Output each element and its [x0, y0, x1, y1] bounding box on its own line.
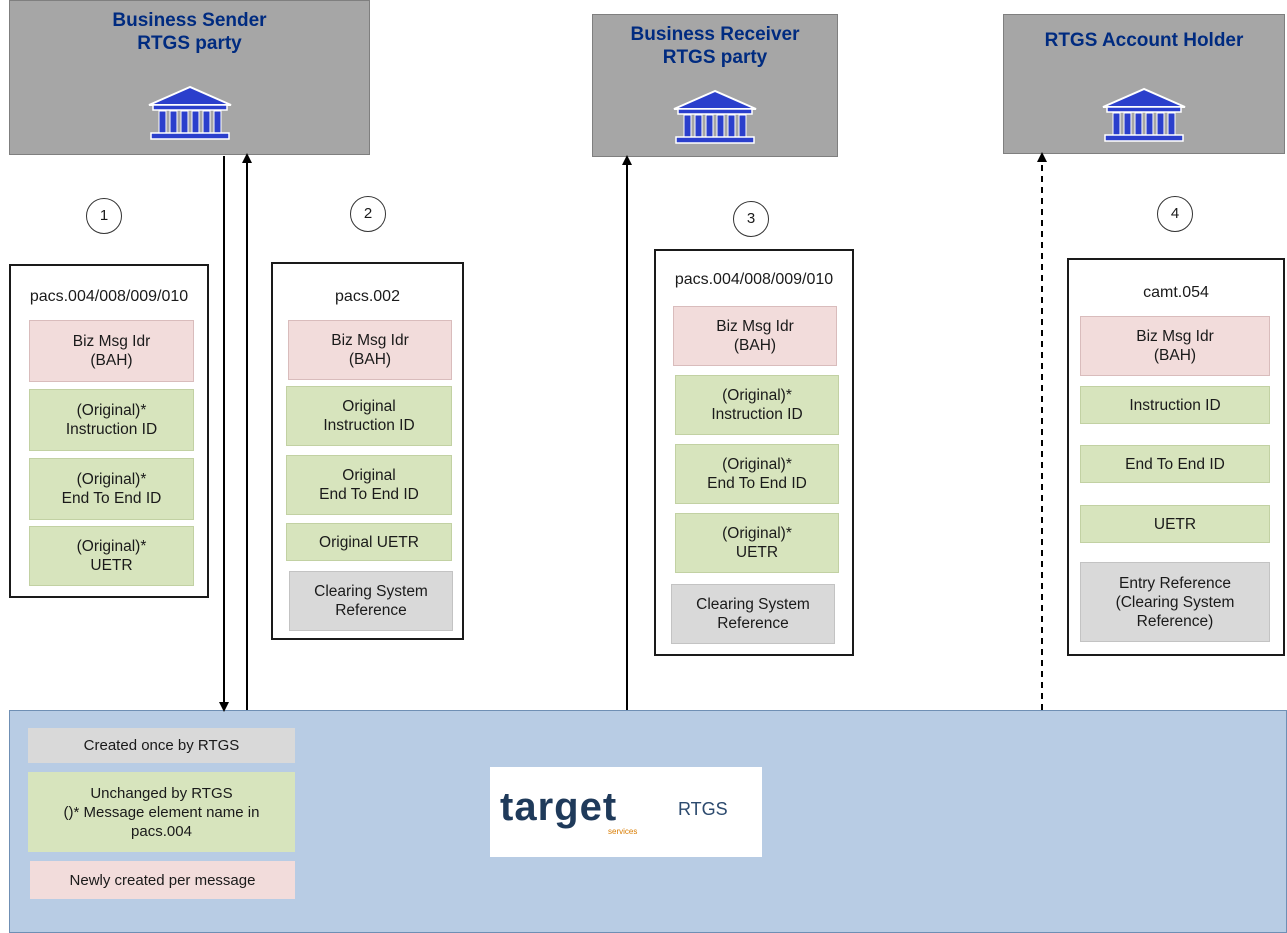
message-type-label: pacs.002: [335, 288, 400, 305]
field-end-to-end-id: (Original)* End To End ID: [675, 444, 839, 504]
message-type-label: camt.054: [1143, 284, 1209, 301]
field-original-instruction-id: Original Instruction ID: [286, 386, 452, 446]
step-2-circle: 2: [350, 196, 386, 232]
field-uetr: (Original)* UETR: [675, 513, 839, 573]
legend-newly-created: Newly created per message: [30, 861, 295, 899]
logo-sub: services: [608, 827, 638, 836]
field-end-to-end-id: (Original)* End To End ID: [29, 458, 194, 520]
field-biz-msg-idr: Biz Msg Idr (BAH): [288, 320, 452, 380]
field-biz-msg-idr: Biz Msg Idr (BAH): [673, 306, 837, 366]
field-biz-msg-idr: Biz Msg Idr (BAH): [29, 320, 194, 382]
party-title: Business Sender RTGS party: [112, 10, 267, 54]
party-rtgs-account-holder: RTGS Account Holder: [1003, 14, 1285, 154]
message-box-pacs004-receiver: pacs.004/008/009/010 Biz Msg Idr (BAH) (…: [654, 249, 854, 656]
message-type-label: pacs.004/008/009/010: [29, 288, 189, 305]
logo-brand: target: [500, 785, 618, 829]
legend-created-once: Created once by RTGS: [28, 728, 295, 763]
bank-building-icon: [1102, 87, 1186, 142]
message-box-pacs004-sender: pacs.004/008/009/010 Biz Msg Idr (BAH) (…: [9, 264, 209, 598]
message-box-pacs002: pacs.002 Biz Msg Idr (BAH) Original Inst…: [271, 262, 464, 640]
party-title: Business Receiver RTGS party: [630, 24, 800, 68]
message-type-label: pacs.004/008/009/010: [674, 271, 834, 288]
message-box-camt054: camt.054 Biz Msg Idr (BAH) Instruction I…: [1067, 258, 1285, 656]
field-end-to-end-id: End To End ID: [1080, 445, 1270, 483]
party-title: RTGS Account Holder: [1044, 30, 1244, 51]
party-business-receiver: Business Receiver RTGS party: [592, 14, 838, 157]
target-services-logo: target services RTGS: [490, 767, 762, 857]
field-clearing-system-reference: Clearing System Reference: [289, 571, 453, 631]
step-3-circle: 3: [733, 201, 769, 237]
field-uetr: (Original)* UETR: [29, 526, 194, 586]
step-1-circle: 1: [86, 198, 122, 234]
field-biz-msg-idr: Biz Msg Idr (BAH): [1080, 316, 1270, 376]
field-instruction-id: Instruction ID: [1080, 386, 1270, 424]
logo-product: RTGS: [678, 799, 728, 819]
legend-unchanged: Unchanged by RTGS ()* Message element na…: [28, 772, 295, 852]
step-4-circle: 4: [1157, 196, 1193, 232]
party-business-sender: Business Sender RTGS party: [9, 0, 370, 155]
field-clearing-system-reference: Clearing System Reference: [671, 584, 835, 644]
bank-building-icon: [148, 85, 231, 140]
field-original-end-to-end-id: Original End To End ID: [286, 455, 452, 515]
field-instruction-id: (Original)* Instruction ID: [29, 389, 194, 451]
field-entry-reference: Entry Reference (Clearing System Referen…: [1080, 562, 1270, 642]
bank-building-icon: [673, 89, 757, 144]
field-instruction-id: (Original)* Instruction ID: [675, 375, 839, 435]
field-uetr: UETR: [1080, 505, 1270, 543]
field-original-uetr: Original UETR: [286, 523, 452, 561]
